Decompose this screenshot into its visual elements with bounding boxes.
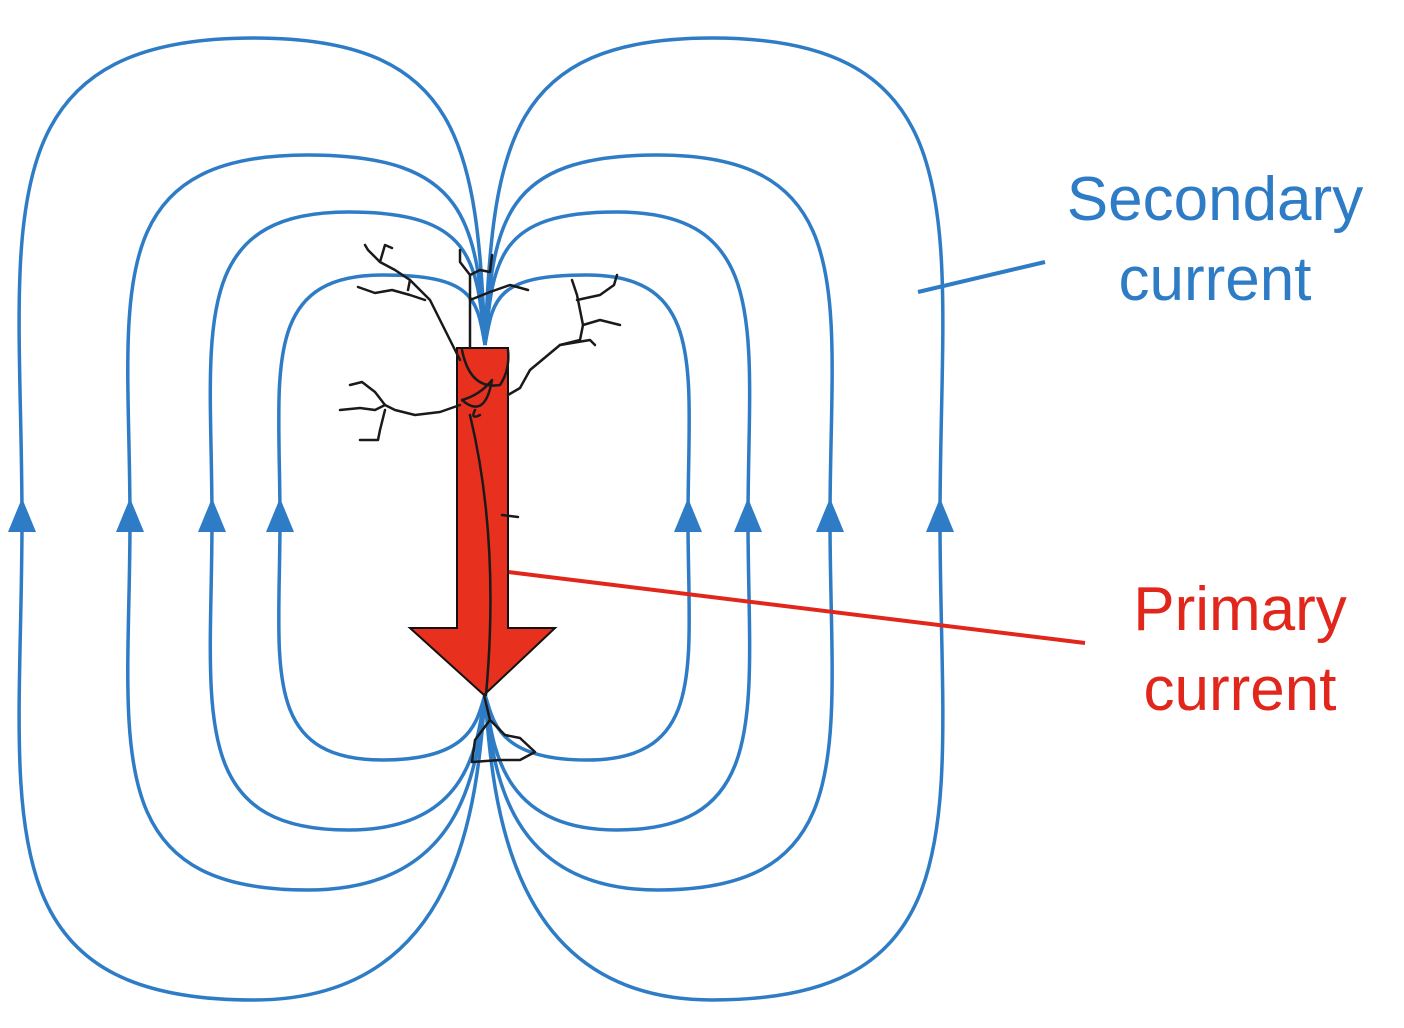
up-arrow-icon xyxy=(926,498,954,532)
up-arrow-icon xyxy=(816,498,844,532)
secondary-current-label-line1: Secondary xyxy=(1066,165,1364,234)
up-arrow-icon xyxy=(674,498,702,532)
primary-current-label: Primary current xyxy=(1100,570,1380,730)
primary-current-pointer xyxy=(507,570,1086,645)
field-loop-left-2 xyxy=(126,153,487,892)
field-loop-right-2 xyxy=(483,153,834,892)
neuron-icon xyxy=(338,243,622,764)
field-loop-left-1 xyxy=(17,36,487,1002)
up-arrow-icon xyxy=(198,498,226,532)
up-arrow-icon xyxy=(266,498,294,532)
secondary-current-label-line2: current xyxy=(1118,245,1312,314)
primary-current-label-line2: current xyxy=(1143,655,1337,724)
up-arrow-icon xyxy=(734,498,762,532)
up-arrow-icon xyxy=(8,498,36,532)
field-loop-right-3 xyxy=(483,210,752,832)
field-loop-left-3 xyxy=(208,210,487,832)
up-arrow-icon xyxy=(116,498,144,532)
field-direction-arrows xyxy=(8,498,954,532)
secondary-current-pointer xyxy=(917,260,1046,294)
primary-current-label-line1: Primary xyxy=(1133,575,1347,644)
primary-current-arrow xyxy=(407,347,558,697)
secondary-current-label: Secondary current xyxy=(1040,160,1390,320)
field-loop-right-1 xyxy=(483,36,945,1002)
